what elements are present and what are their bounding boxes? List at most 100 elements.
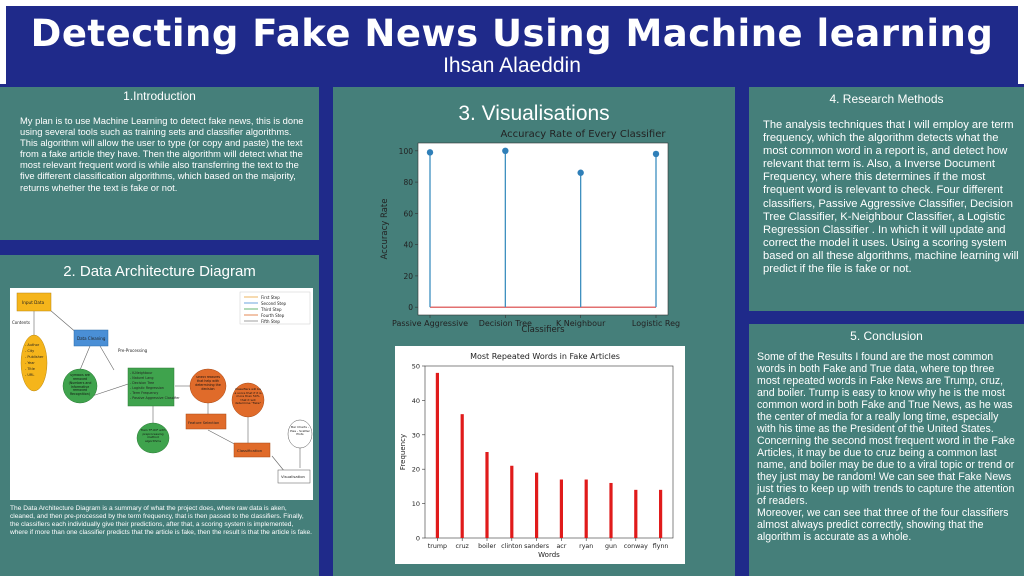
accuracy-y-label: Accuracy Rate [380, 199, 390, 260]
words-x-tick: clinton [501, 543, 522, 550]
model-2: - Naturel Lang [130, 376, 153, 380]
field-city: - City [25, 349, 34, 353]
words-bar [460, 414, 464, 538]
intro-panel: 1.Introduction My plan is to use Machine… [0, 87, 319, 240]
architecture-caption: The Data Architecture Diagram is a summa… [10, 505, 312, 536]
visualisations-title: 3. Visualisations [458, 102, 610, 125]
node-input-label: Input Data [22, 300, 45, 305]
words-x-tick: sanders [524, 543, 549, 550]
node-fields [20, 334, 48, 392]
accuracy-plot-area [417, 142, 669, 316]
words-x-tick: flynn [653, 543, 669, 550]
accuracy-chart-title: Accuracy Rate of Every Classifier [500, 129, 666, 140]
node-preprocess-label: Pre-Processing [118, 348, 148, 353]
words-bar [559, 479, 563, 538]
model-6: - Passive Aggressive Classifier [130, 396, 180, 400]
node-contents-label: Contents [12, 320, 30, 325]
field-url: - URL [25, 373, 34, 377]
node-charts [287, 419, 313, 449]
accuracy-point [652, 150, 660, 158]
accuracy-chart: Accuracy Rate of Every Classifier 020406… [380, 129, 680, 335]
model-1: - K-Neighbour [130, 371, 153, 375]
accuracy-y-tick: 20 [403, 272, 413, 281]
conclusion-paragraph-2: Moreover, we can see that three of the f… [757, 506, 1009, 543]
words-bar [435, 372, 439, 538]
model-4: - Logistic Regression [130, 386, 164, 390]
diagram-legend: First Step Second Step Third Step Fourth… [239, 291, 311, 325]
field-title: - Title [25, 367, 35, 371]
header-divider [0, 84, 1024, 87]
intro-text: My plan is to use Machine Learning to de… [20, 115, 304, 193]
accuracy-point [426, 149, 434, 156]
node-classification [233, 442, 271, 458]
accuracy-x-tick: Logistic Reg [632, 319, 680, 328]
words-x-tick: trump [428, 543, 447, 550]
node-input-data [16, 292, 52, 312]
words-y-tick: 30 [412, 431, 420, 439]
node-features-label: Select features that help with determini… [195, 376, 221, 391]
node-symbols [62, 368, 98, 404]
node-features [189, 368, 227, 404]
accuracy-y-tick: 80 [403, 178, 413, 187]
node-cleaning-label: Data Cleaning [77, 336, 106, 341]
node-classification-label: Classification [237, 448, 263, 453]
words-bar [659, 489, 663, 538]
model-3: - Decision Tree [130, 381, 154, 385]
legend-step-1: First Step [261, 295, 280, 300]
conclusion-text: Some of the Results I found are the most… [757, 351, 1019, 544]
words-bar [634, 489, 638, 538]
accuracy-x-label: Classifiers [521, 325, 565, 335]
words-y-label: Frequency [399, 434, 407, 470]
intro-title: 1.Introduction [123, 89, 196, 103]
words-plot-area [424, 365, 674, 539]
legend-step-3: Third Step [260, 307, 282, 312]
node-visualisation [277, 469, 311, 484]
words-y-tick: 40 [412, 397, 420, 405]
accuracy-x-tick: Decision Tree [479, 319, 532, 328]
node-tfidf [136, 422, 170, 454]
header-banner: Detecting Fake News Using Machine learni… [0, 0, 1024, 84]
conclusion-title: 5. Conclusion [850, 329, 923, 343]
accuracy-y-tick: 60 [403, 209, 413, 218]
node-feature-sel-label: Feature Selection [188, 421, 219, 425]
accuracy-x-tick: K Neighbour [556, 319, 606, 328]
node-classifiers-note-label: Classifiers will be a score that if it i… [234, 388, 262, 406]
accuracy-y-tick: 100 [399, 147, 414, 156]
legend-step-2: Second Step [261, 301, 287, 306]
research-panel: 4. Research Methods The analysis techniq… [749, 87, 1024, 311]
words-bar [510, 465, 514, 538]
visualisations-panel: 3. Visualisations Accuracy Rate of Every… [333, 87, 735, 576]
conclusion-panel: 5. Conclusion Some of the Results I foun… [749, 324, 1024, 576]
words-x-tick: ryan [579, 543, 593, 550]
node-classifiers-note [231, 382, 265, 418]
words-chart: Most Repeated Words in Fake Articles 010… [399, 352, 674, 559]
accuracy-x-tick: Passive Aggressive [392, 319, 468, 328]
field-author: - Author [25, 343, 40, 347]
accuracy-y-tick: 40 [403, 241, 413, 250]
node-symbols-label: Symbols are removed (Numbers and Informa… [68, 374, 92, 397]
words-x-label: Words [538, 551, 560, 559]
section-divider-left [0, 240, 319, 255]
node-tfidf-label: Train TF-IDF with preprocessing method a… [140, 429, 166, 443]
accuracy-point [577, 169, 584, 176]
architecture-svg: First Step Second Step Third Step Fourth… [12, 291, 313, 484]
legend-step-5: Fifth Step [261, 319, 280, 324]
words-bar [584, 479, 588, 538]
words-x-tick: conway [624, 543, 648, 550]
words-x-tick: cruz [456, 543, 470, 550]
poster-author: Ihsan Alaeddin [443, 54, 581, 77]
node-charts-label: Bar Charts - Pies - Scatter Plots [290, 426, 310, 437]
words-x-tick: acr [556, 543, 566, 550]
architecture-panel: 2. Data Architecture Diagram [0, 255, 319, 576]
words-bar [485, 452, 489, 538]
column-divider-left [319, 84, 333, 576]
conclusion-paragraph-1: Some of the Results I found are the most… [757, 351, 1015, 507]
node-models [127, 367, 175, 407]
architecture-title: 2. Data Architecture Diagram [63, 263, 256, 280]
accuracy-point [502, 147, 509, 155]
words-y-tick: 0 [416, 535, 420, 543]
column-divider-right [735, 84, 749, 576]
field-year: - Year [25, 361, 35, 365]
poster-title: Detecting Fake News Using Machine learni… [30, 12, 994, 55]
node-visualisation-label: Visualisation [281, 474, 306, 479]
